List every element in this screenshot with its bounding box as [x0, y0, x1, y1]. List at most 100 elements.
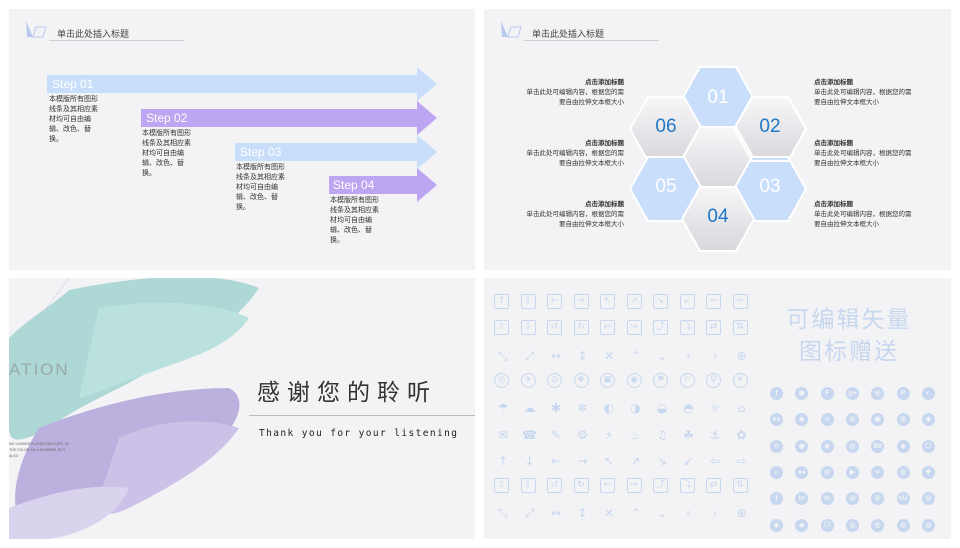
vector-icon: ‹: [686, 348, 691, 363]
social-icon: ◎: [896, 413, 910, 427]
slide-icons[interactable]: ↑↓←→↖↗↘↙⇦⇨⇧⇩↺↻↩↪⤴⤵⇄⇅⤡⤢↔↕✕⌃⌄‹›⊕◎✈⊙❖▣◉⚑⚐⚲☀…: [484, 278, 951, 539]
info-body: 单击此处可编辑内容，根据您的需要自由拉伸文本框大小: [526, 88, 625, 106]
social-icon: ●●: [795, 465, 809, 479]
info-body: 单击此处可编辑内容，根据您的需要自由拉伸文本框大小: [526, 149, 625, 167]
vector-icon: ↘: [653, 294, 668, 309]
vector-icon: ⚑: [653, 372, 668, 388]
step-desc-1: 本模版所有图形 线条及其相应素 材均可自由编 辑、改色、替 换。: [49, 95, 98, 143]
vector-icon: ⚲: [706, 372, 721, 388]
hex-04: [680, 186, 756, 252]
social-icon: ◈: [820, 439, 834, 453]
social-icon: g+: [845, 387, 859, 400]
vector-icon: ⇄: [706, 320, 721, 336]
social-icon: ʊ: [820, 413, 834, 427]
social-icon: ◈: [921, 413, 935, 427]
vector-icon: ⊕: [736, 348, 747, 363]
header-title: 单击此处插入标题: [57, 30, 130, 40]
step-desc-3: 本模版所有图形 线条及其相应素 材均可自由编 辑、改色、替 换。: [236, 163, 285, 211]
slide-hexagons[interactable]: 单击此处插入标题 01 02 03 04 05 06 点击添加标题 单击此处可编…: [484, 9, 951, 270]
vector-icon: ☎: [522, 427, 537, 442]
info-box-right-1[interactable]: 点击添加标题 单击此处可编辑内容，根据您的需要自由拉伸文本框大小: [814, 77, 914, 107]
vector-icon: ↺: [547, 320, 562, 336]
social-icon: ◎: [921, 492, 935, 506]
vector-icon: ✿: [736, 427, 747, 442]
vector-icon: ⇧: [494, 320, 509, 336]
vector-icon: ⤵: [679, 320, 695, 336]
vector-icon: ↓: [520, 294, 536, 309]
vector-icon: ◒: [656, 401, 668, 416]
vector-icon: ⚓: [709, 427, 721, 442]
partial-word: ATION: [9, 360, 70, 379]
info-body: 单击此处可编辑内容，根据您的需要自由拉伸文本框大小: [526, 210, 625, 228]
slide-steps[interactable]: 单击此处插入标题 Step 01 Step 02 Step 03 Step 04…: [9, 9, 475, 270]
vector-icon: ☼: [709, 401, 721, 416]
slide-thanks[interactable]: ATION NO LONGER PLACED DELICATE, IN THE …: [9, 278, 475, 539]
social-icon: ◐: [921, 387, 935, 400]
vector-icon: ♨: [630, 427, 641, 442]
hex-number-01: 01: [707, 87, 729, 108]
info-box-left-1[interactable]: 点击添加标题 单击此处可编辑内容，根据您的需要自由拉伸文本框大小: [524, 77, 625, 107]
vector-icon: ⚐: [679, 372, 695, 388]
vector-icon: ⇦: [706, 294, 721, 309]
vector-icon: ›: [712, 506, 718, 521]
social-icon: ◎: [845, 518, 859, 532]
vector-icon: ☁: [523, 401, 536, 416]
vector-icon: ⚡: [604, 427, 614, 442]
vector-icon: ↪: [626, 478, 642, 494]
social-icon: ◎: [896, 518, 910, 532]
social-icon: ◉: [871, 413, 885, 427]
vector-icon: ◎: [494, 372, 509, 388]
step-arrows: [47, 67, 437, 202]
vector-icon: ↩: [600, 320, 615, 336]
vector-icon: ⤵: [679, 478, 695, 494]
vector-icon: ☀: [732, 372, 748, 388]
social-icon: ✚: [921, 465, 935, 479]
info-box-left-2[interactable]: 点击添加标题 单击此处可编辑内容，根据您的需要自由拉伸文本框大小: [524, 138, 625, 168]
social-icon: in: [820, 492, 834, 506]
social-icon: Bē: [871, 439, 885, 453]
hex-number-04: 04: [707, 206, 729, 227]
info-box-right-2[interactable]: 点击添加标题 单击此处可编辑内容，根据您的需要自由拉伸文本框大小: [814, 138, 914, 168]
info-title: 点击添加标题: [814, 78, 853, 86]
social-icon: ◎: [871, 518, 885, 532]
vector-icon: ‹: [686, 506, 691, 521]
vector-icon: ▣: [600, 372, 615, 388]
info-box-left-3[interactable]: 点击添加标题 单击此处可编辑内容，根据您的需要自由拉伸文本框大小: [524, 199, 625, 229]
vector-icon: ⊙: [547, 372, 562, 388]
vector-icon: ↗: [630, 453, 641, 468]
vector-icon: ⇦: [709, 453, 721, 468]
logo-icon: [501, 21, 522, 38]
thanks-title: 感谢您的聆听: [257, 380, 437, 406]
social-icon: ◈: [795, 518, 809, 532]
social-icon: in: [795, 492, 809, 506]
social-icon: ☐: [921, 439, 935, 453]
social-icon: ◎: [845, 439, 859, 453]
header-underline: [49, 40, 184, 41]
info-title: 点击添加标题: [814, 200, 853, 208]
vector-icon: ⊕: [736, 506, 747, 521]
vector-icon: ↙: [683, 453, 694, 468]
vector-icon: ⇩: [520, 320, 536, 336]
info-box-right-3[interactable]: 点击添加标题 单击此处可编辑内容，根据您的需要自由拉伸文本框大小: [814, 199, 914, 229]
vector-icon: ◓: [683, 401, 694, 416]
vector-icon: ↖: [600, 294, 615, 309]
vector-icon: ↻: [573, 320, 589, 336]
social-icon: ◎: [845, 492, 859, 506]
step-label-1: Step 01: [52, 77, 94, 91]
vector-icon: ⤢: [524, 506, 535, 521]
vector-icon: ↔: [550, 506, 562, 521]
vector-icon: ⇅: [732, 478, 748, 494]
step-arrow-3: [235, 135, 437, 169]
step-arrow-2: [141, 101, 437, 135]
hexagon-cluster: [628, 66, 808, 252]
social-icon: ◐: [770, 465, 783, 479]
step-arrow-1: [47, 67, 437, 101]
info-title: 点击添加标题: [585, 200, 624, 208]
hex-number-02: 02: [759, 116, 781, 137]
social-icon: ▶: [845, 465, 859, 479]
social-icon: P: [896, 387, 910, 400]
social-icon: ◎: [871, 492, 885, 506]
vector-icon: ❄: [577, 401, 588, 416]
vector-icon: ↺: [547, 478, 562, 494]
vector-icons-title: 可编辑矢量 图标赠送: [786, 307, 912, 365]
